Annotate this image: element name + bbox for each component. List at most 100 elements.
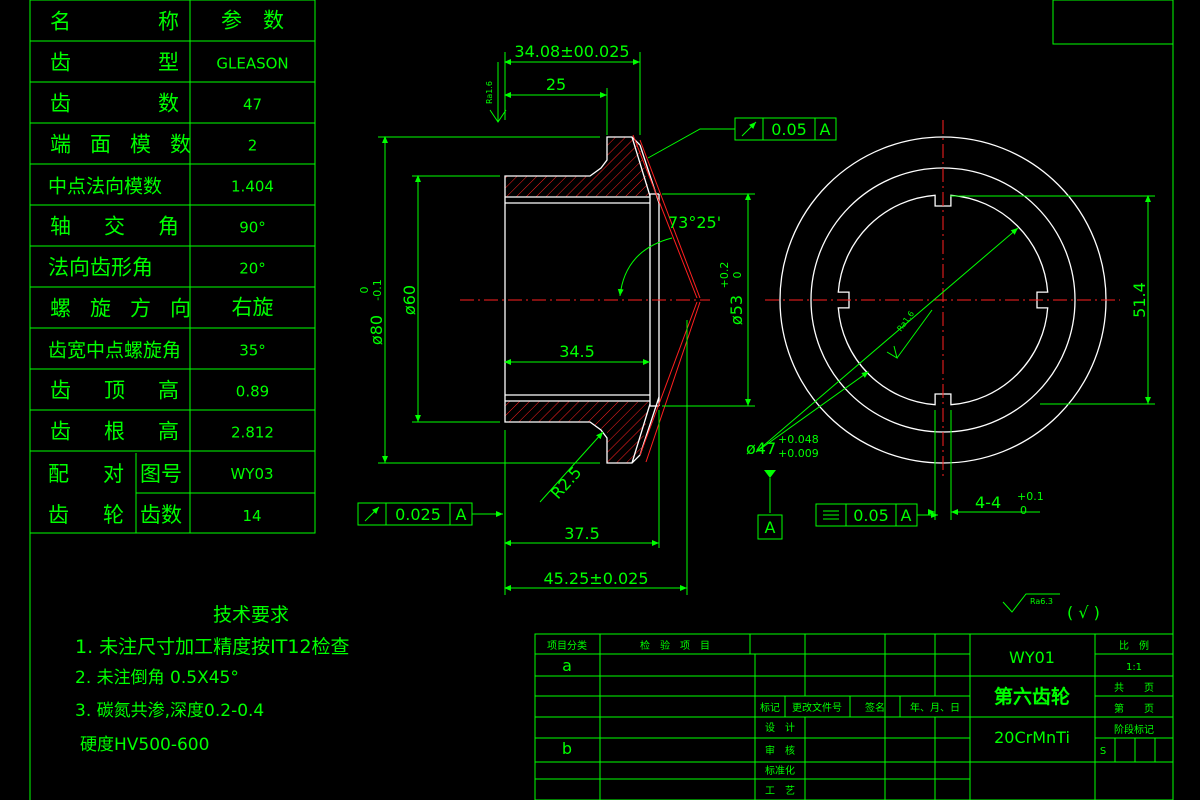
roughness-ra16-b: Ra1.6 (895, 309, 916, 333)
dim-r2-5: R2.5 (547, 463, 586, 503)
tb-row-b: b (562, 739, 572, 758)
param-label: 齿 (50, 51, 71, 75)
tb-scale-value: 1:1 (1126, 662, 1142, 673)
section-view (460, 134, 710, 464)
param-label: 端 (50, 133, 71, 157)
param-label: 高 (158, 420, 179, 444)
roughness-general-note: ( √ ) (1067, 603, 1100, 622)
param-label: 法向齿形角 (48, 256, 153, 280)
param-label: 向 (170, 297, 191, 321)
mate-text: 对 (103, 462, 124, 486)
param-label: 交 (104, 215, 125, 239)
dim-53-tol-low: 0 (731, 272, 744, 279)
tb-h-sign: 签名 (865, 701, 885, 714)
symmetry-frame: 0.05 A (815, 503, 938, 527)
dim-60: ø60 (400, 285, 419, 315)
tb-stage-s: S (1100, 746, 1106, 757)
runout-top-frame: 0.05 A (647, 117, 837, 159)
datum-a-label: A (765, 518, 776, 537)
section-dimensions: 34.08±00.025 25 ø80 0 -0.1 ø60 ø53 +0.2 … (358, 42, 755, 595)
dim-25: 25 (546, 75, 566, 94)
tech-req-item-4: 硬度HV500-600 (80, 735, 209, 755)
tech-req-item-2: 2. 未注倒角 0.5X45° (75, 668, 239, 688)
dim-47-tol-low: +0.009 (778, 447, 819, 460)
tb-h-design: 设 计 (765, 721, 795, 734)
param-label: 齿 (50, 92, 71, 116)
runout-top-value: 0.05 (771, 120, 807, 139)
dim-47: ø47 (746, 439, 776, 458)
tb-h-standard: 标准化 (765, 764, 795, 777)
param-label: 名 (50, 10, 71, 34)
dim-80-tol-up: 0 (358, 287, 371, 294)
tech-req-item-3: 3. 碳氮共渗,深度0.2-0.4 (75, 701, 264, 721)
param-value: 1.404 (231, 178, 274, 196)
runout-left-datum: A (456, 505, 467, 524)
param-label: 中点法向模数 (48, 176, 162, 198)
param-value: 35° (239, 342, 266, 360)
datum-a-symbol: A (757, 470, 783, 540)
symmetry-datum: A (901, 506, 912, 525)
mate-text: 齿数 (140, 503, 182, 527)
tb-scale-label: 比 例 (1119, 639, 1149, 652)
tb-h-date: 年、月、日 (910, 701, 960, 714)
tb-row-a: a (562, 656, 572, 675)
runout-left-value: 0.025 (395, 505, 441, 524)
param-value: GLEASON (216, 55, 288, 73)
dim-80-tol-low: -0.1 (371, 279, 384, 300)
mate-text: 14 (242, 507, 261, 525)
mate-text: 轮 (103, 503, 124, 527)
dim-4-4: 4-4 (975, 493, 1001, 512)
tb-h-check: 检 验 项 目 (640, 639, 710, 652)
param-label: 角 (158, 215, 179, 239)
dim-angle: 73°25' (668, 213, 721, 232)
runout-left-frame: 0.025 A (357, 502, 503, 526)
tb-sheet-no: 第 页 (1114, 702, 1154, 715)
mate-text: 配 (48, 462, 69, 486)
param-label: 旋 (90, 297, 111, 321)
param-label: 顶 (104, 379, 125, 403)
roughness-ra63: Ra6.3 (1030, 597, 1053, 606)
dim-45-25: 45.25±0.025 (543, 569, 648, 588)
tech-req-title: 技术要求 (213, 604, 289, 626)
param-label: 数 (170, 133, 191, 157)
dim-34-08: 34.08±00.025 (514, 42, 629, 61)
param-label: 模 (130, 133, 151, 157)
param-label: 轴 (50, 215, 71, 239)
param-label: 螺 (50, 297, 71, 321)
param-value: 0.89 (236, 383, 269, 401)
param-value: 90° (239, 219, 266, 237)
param-label: 型 (158, 51, 179, 75)
tech-requirements: 技术要求 1. 未注尺寸加工精度按IT12检查 2. 未注倒角 0.5X45° … (75, 604, 350, 755)
front-dimensions: ø47 +0.048 +0.009 Ra1.6 51.4 4-4 +0.1 0 (746, 195, 1155, 520)
param-label: 数 (158, 92, 179, 116)
dim-4-tol-up: +0.1 (1017, 490, 1044, 503)
tb-material: 20CrMnTi (994, 728, 1070, 747)
front-view (765, 120, 1120, 480)
tb-drawing-no: WY01 (1009, 648, 1055, 667)
keyway-bore (837, 194, 1049, 406)
tb-h-category: 项目分类 (547, 639, 587, 652)
general-roughness: Ra6.3 ( √ ) (1002, 593, 1100, 622)
dim-80: ø80 (367, 315, 386, 345)
dim-53-tol-up: +0.2 (718, 262, 731, 289)
tb-total-sheets: 共 页 (1114, 682, 1154, 694)
param-label: 齿宽中点螺旋角 (48, 340, 181, 362)
tb-h-review: 审 核 (765, 744, 795, 757)
dim-51-4: 51.4 (1130, 282, 1149, 318)
param-label: 高 (158, 379, 179, 403)
tb-stage-label: 阶段标记 (1114, 723, 1154, 736)
param-value: 20° (239, 260, 266, 278)
roughness-ra16-a: Ra1.6 (485, 81, 494, 104)
param-value: 参 数 (221, 9, 284, 33)
param-value: 47 (243, 96, 262, 114)
runout-top-datum: A (820, 120, 831, 139)
param-label: 称 (158, 10, 179, 34)
dim-37-5: 37.5 (564, 524, 600, 543)
tb-part-name: 第六齿轮 (994, 685, 1070, 708)
tb-h-process: 工 艺 (765, 785, 795, 797)
param-label: 面 (90, 133, 111, 157)
dim-53: ø53 (727, 295, 746, 325)
mate-text: WY03 (230, 465, 273, 483)
